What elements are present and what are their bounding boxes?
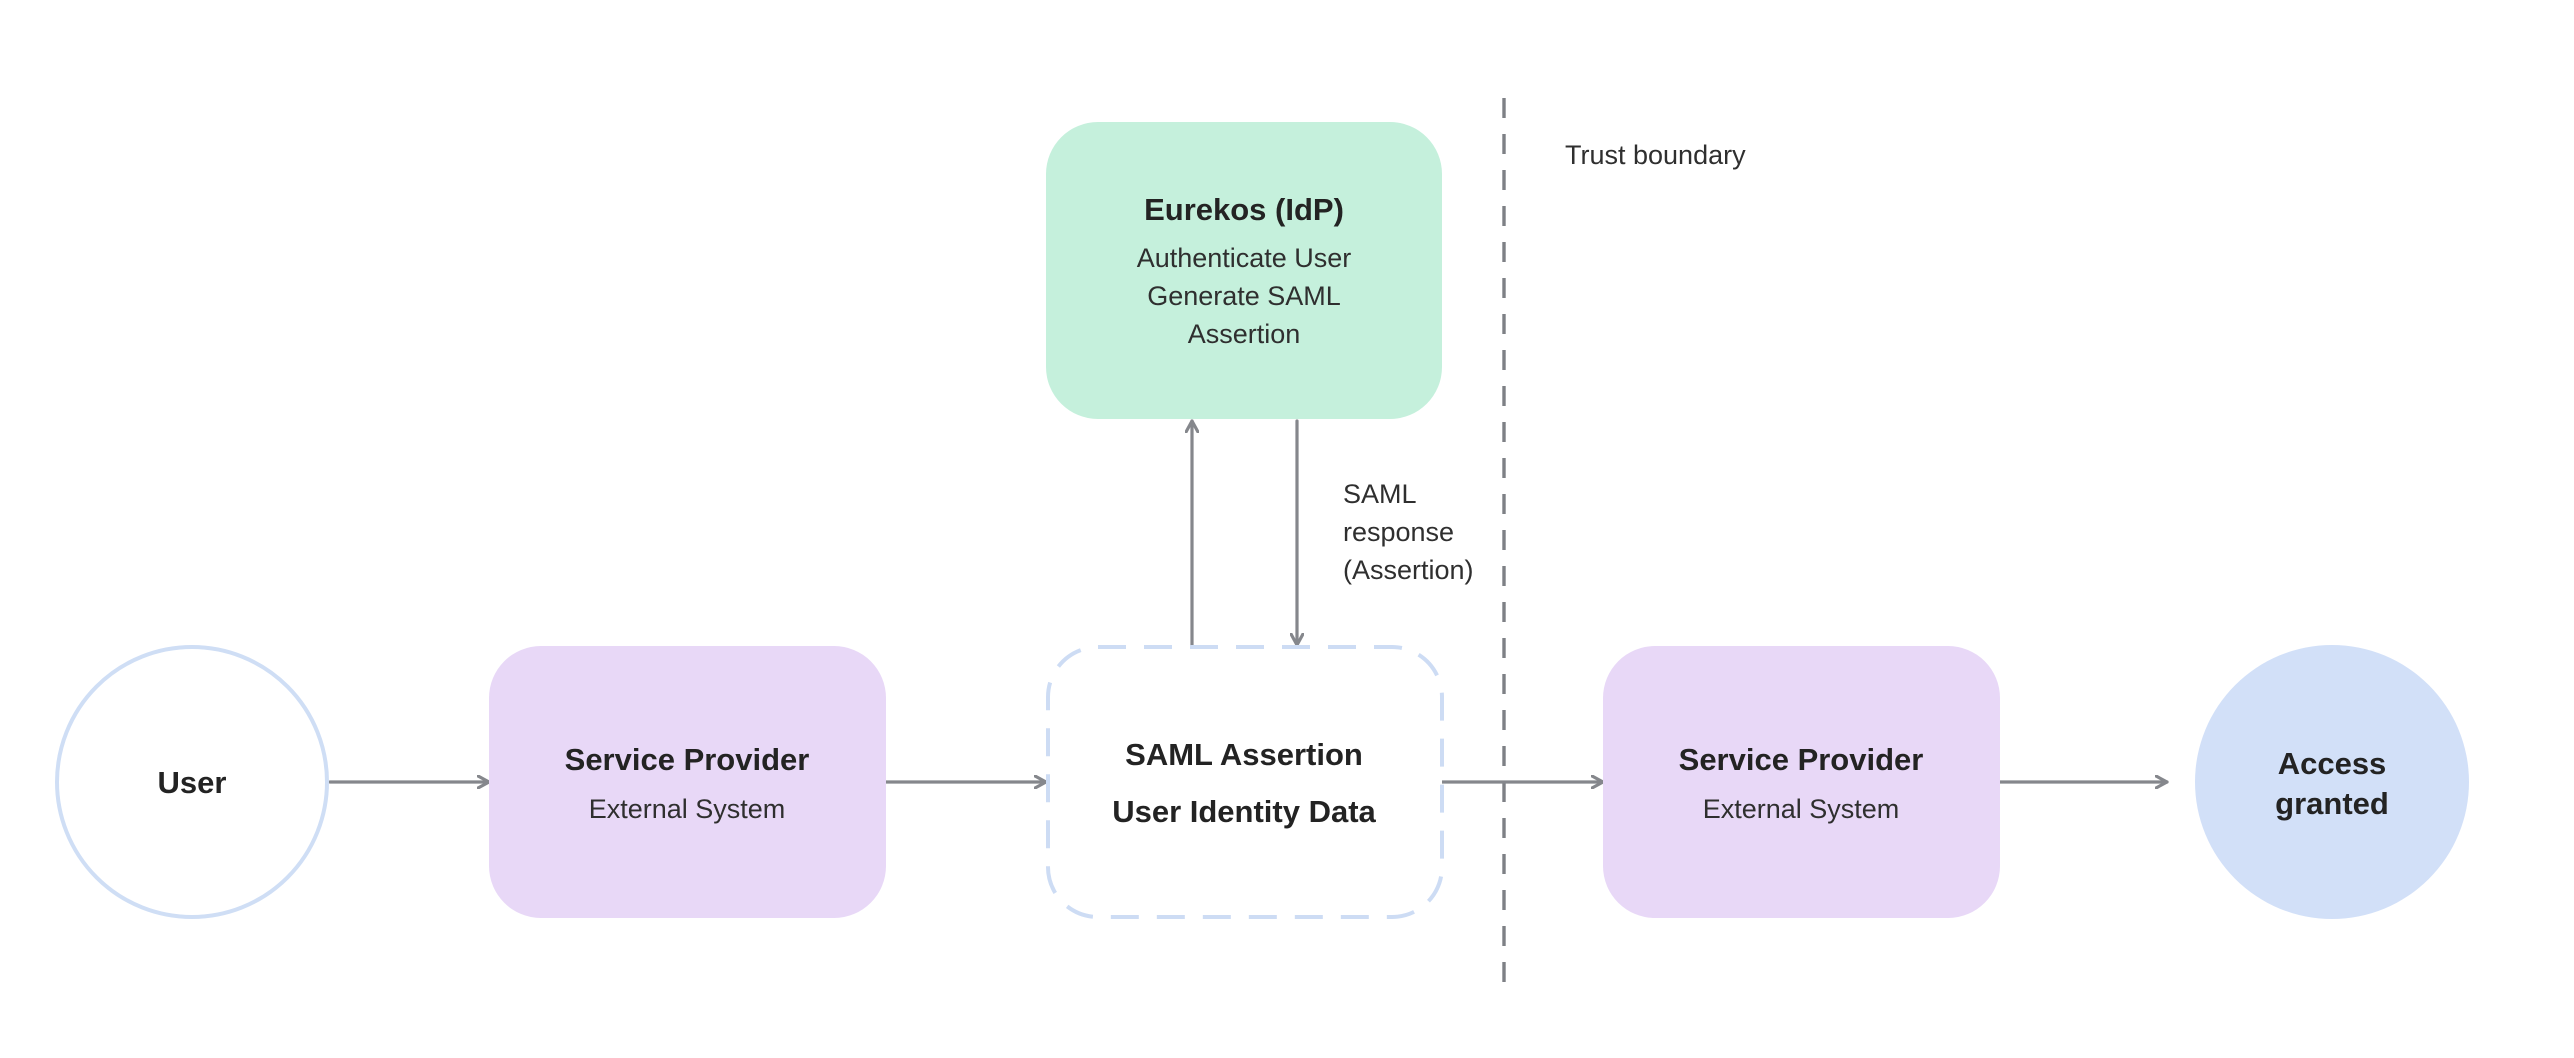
user-node: User — [55, 645, 329, 919]
service-provider-right-title: Service Provider — [1679, 742, 1924, 777]
saml-response-line-2: response — [1343, 517, 1454, 547]
saml-assertion-title: SAML Assertion — [1125, 737, 1363, 772]
idp-box — [1046, 122, 1442, 419]
saml-assertion-node: SAML Assertion User Identity Data — [1046, 645, 1444, 919]
service-provider-right-node: Service Provider External System — [1603, 646, 2000, 918]
saml-response-line-3: (Assertion) — [1343, 555, 1474, 585]
access-granted-node: Access granted — [2195, 645, 2469, 919]
access-granted-circle — [2195, 645, 2469, 919]
trust-boundary-label: Trust boundary — [1565, 140, 1746, 170]
idp-node: Eurekos (IdP) Authenticate User Generate… — [1046, 122, 1442, 419]
service-provider-right-subtitle: External System — [1703, 794, 1900, 824]
service-provider-left-node: Service Provider External System — [489, 646, 886, 918]
user-circle — [55, 645, 329, 919]
saml-assertion-box — [1046, 645, 1444, 919]
idp-line-3: Assertion — [1188, 319, 1301, 349]
access-granted-line-2: granted — [2275, 786, 2389, 821]
service-provider-right-box — [1603, 646, 2000, 918]
service-provider-left-box — [489, 646, 886, 918]
saml-response-line-1: SAML — [1343, 479, 1417, 509]
service-provider-left-subtitle: External System — [589, 794, 786, 824]
service-provider-left-title: Service Provider — [565, 742, 810, 777]
idp-line-2: Generate SAML — [1147, 281, 1341, 311]
access-granted-line-1: Access — [2278, 746, 2387, 781]
user-label: User — [158, 765, 227, 800]
idp-title: Eurekos (IdP) — [1144, 192, 1344, 227]
saml-assertion-subtitle: User Identity Data — [1112, 794, 1376, 829]
saml-response-label: SAML response (Assertion) — [1343, 479, 1474, 585]
idp-line-1: Authenticate User — [1137, 243, 1352, 273]
